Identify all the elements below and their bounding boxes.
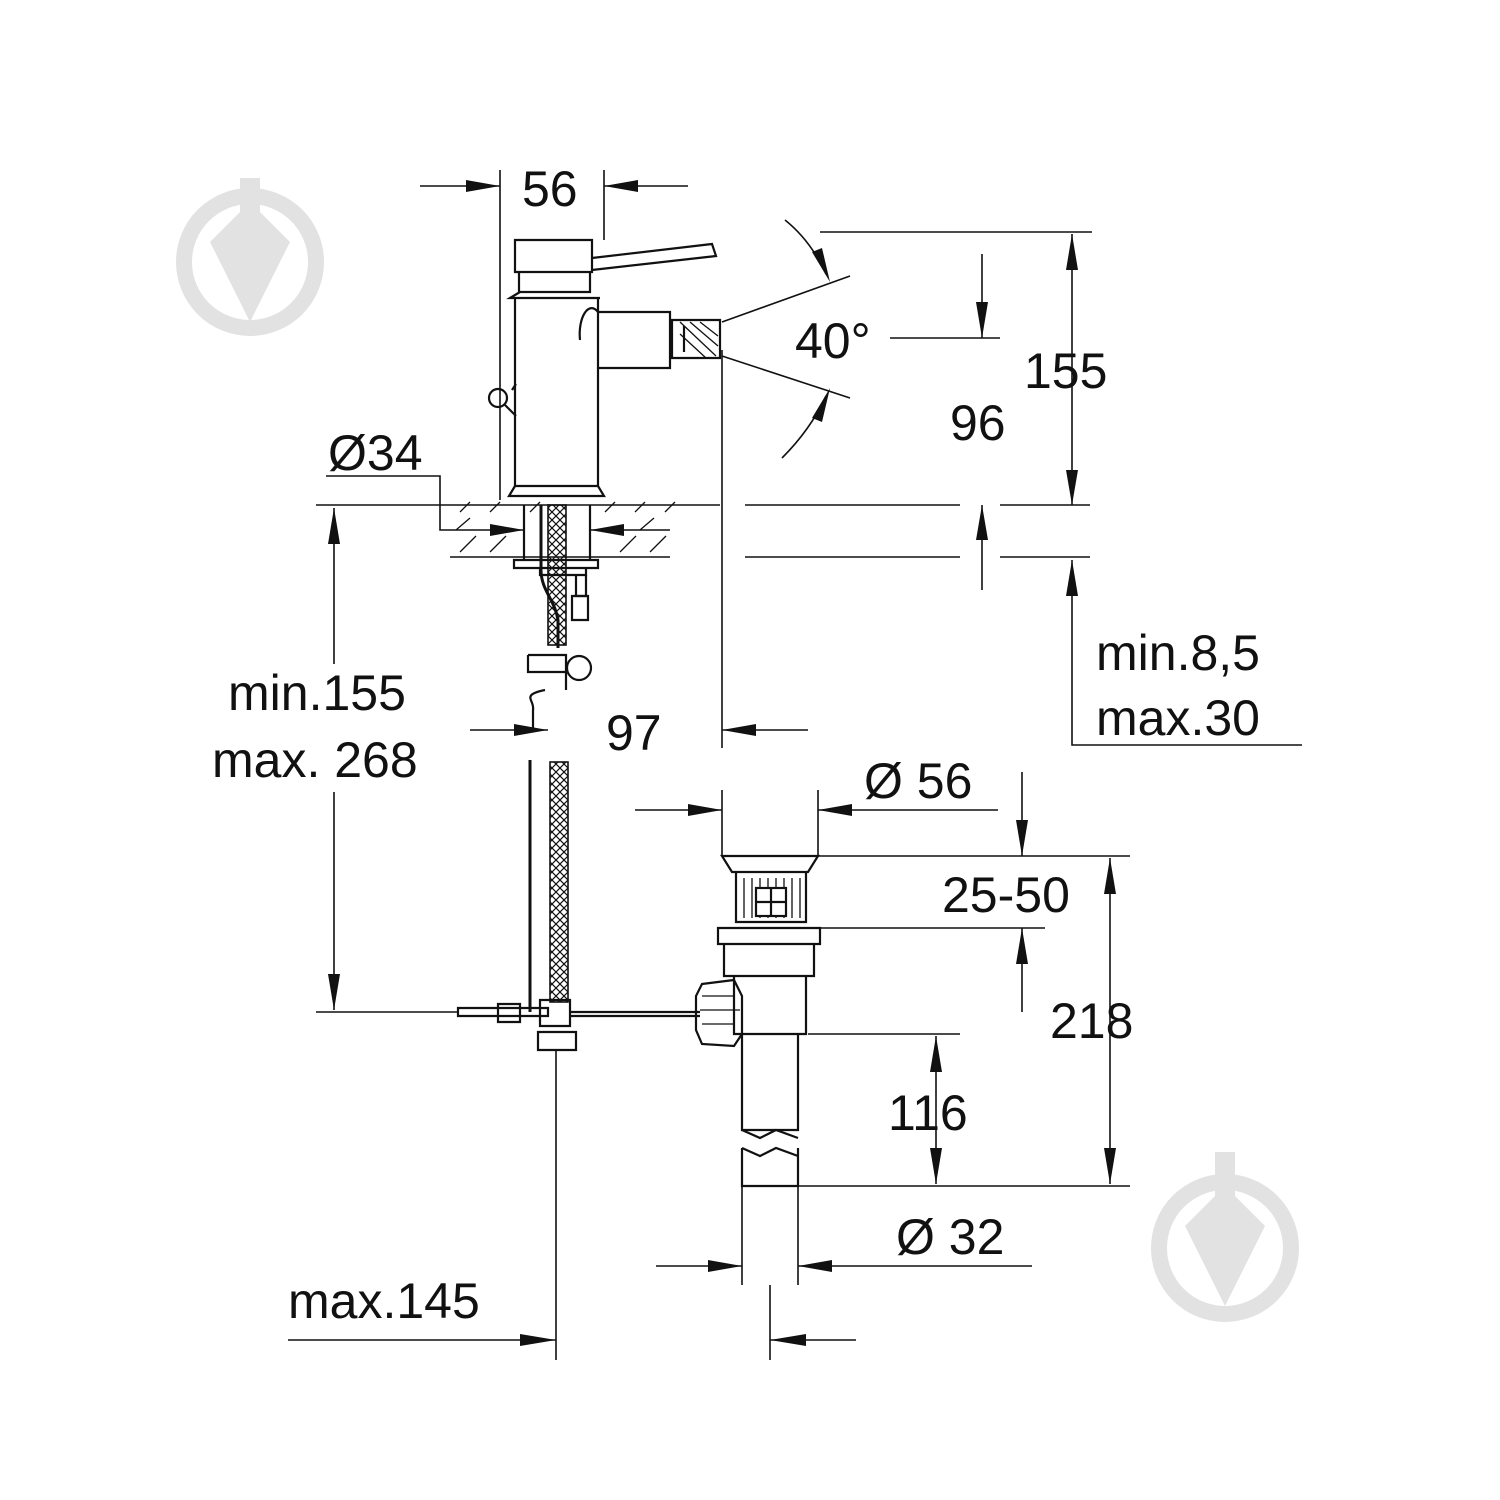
waste-assembly [694, 790, 1130, 1360]
dim-max-offset: max.145 [288, 1273, 480, 1329]
watermark-logo-top-left [176, 178, 324, 336]
dim-waste-height: 218 [1050, 993, 1133, 1049]
dim-base-diameter: Ø34 [328, 425, 423, 481]
dimension-lines [288, 170, 1302, 1346]
dim-hose-max: max. 268 [212, 732, 418, 788]
dim-deck-max: max.30 [1096, 690, 1260, 746]
dim-top-width: 56 [522, 161, 578, 217]
dim-waste-diameter: Ø 56 [864, 753, 972, 809]
dim-spout-height: 96 [950, 395, 1006, 451]
dim-hose-min: min.155 [228, 665, 406, 721]
dim-deck-min: min.8,5 [1096, 625, 1260, 681]
dim-waste-adjust: 25-50 [942, 867, 1070, 923]
dim-body-height: 155 [1024, 343, 1107, 399]
dim-spout-reach: 97 [606, 705, 662, 761]
deck-section [316, 501, 1090, 622]
supply-hoses [456, 504, 700, 1360]
dim-tail-length: 116 [888, 1085, 968, 1141]
dim-tail-diameter: Ø 32 [896, 1209, 1004, 1265]
watermark-logo-bottom-right [1151, 1152, 1299, 1322]
faucet-drawing [487, 238, 723, 748]
dim-spray-angle: 40° [795, 313, 871, 369]
